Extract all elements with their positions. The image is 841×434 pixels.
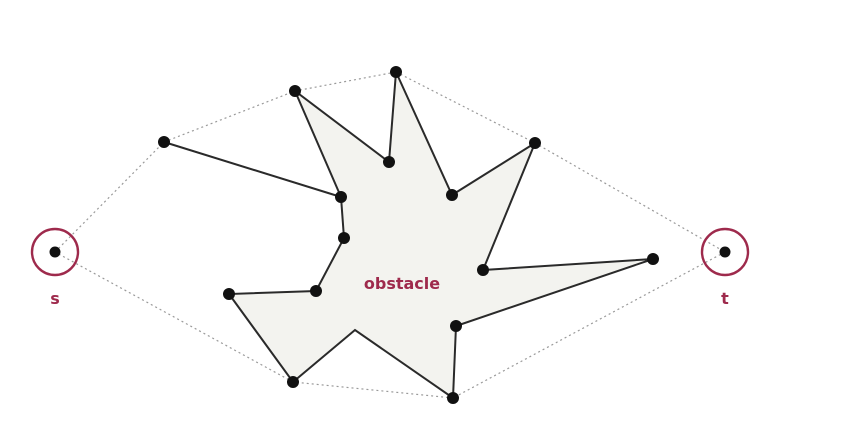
hull-line-s-upper (54, 141, 165, 253)
vertex (477, 264, 489, 276)
target-node: t (700, 227, 750, 308)
hull-line-t-lower (452, 251, 726, 399)
obstacle-vertices (158, 66, 659, 404)
vertex (647, 253, 659, 265)
vertex (310, 285, 322, 297)
obstacle-label: obstacle (364, 274, 440, 293)
source-label: s (50, 289, 60, 308)
hull-lines (54, 71, 726, 399)
vertex (450, 320, 462, 332)
source-point (49, 246, 61, 258)
target-ring (700, 227, 750, 277)
vertex (529, 137, 541, 149)
target-point (719, 246, 731, 258)
vertex (390, 66, 402, 78)
vertex (158, 136, 170, 148)
source-node: s (30, 227, 80, 308)
hull-line-top-2 (294, 71, 397, 92)
vertex (287, 376, 299, 388)
vertex (338, 232, 350, 244)
hull-line-s-lower (54, 251, 294, 383)
vertex (289, 85, 301, 97)
vertex (447, 392, 459, 404)
obstacle-polygon (163, 71, 654, 400)
vertex (335, 191, 347, 203)
hull-line-top-3 (395, 71, 536, 144)
hull-line-bottom (292, 381, 454, 399)
source-ring (30, 227, 80, 277)
hull-line-top-1 (163, 90, 296, 143)
vertex (223, 288, 235, 300)
vertex (446, 189, 458, 201)
vertex (383, 156, 395, 168)
hull-line-t-upper (534, 142, 726, 253)
target-label: t (721, 289, 729, 308)
